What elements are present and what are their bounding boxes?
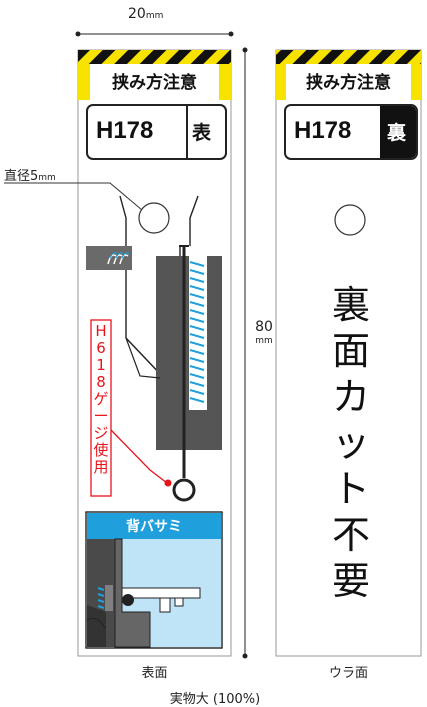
front-face-label: 表 (192, 122, 212, 144)
width-value: 20 (128, 6, 146, 22)
back-title: 挟み方注意 (306, 73, 391, 93)
inset-title-bar (87, 513, 221, 539)
back-code-box: H178 裏 (284, 104, 418, 160)
hole-diameter-label: 直径5mm (4, 165, 56, 184)
front-caption: 表面 (141, 666, 168, 681)
back-caption: ウラ面 (328, 666, 368, 681)
front-spring (189, 256, 207, 410)
front-hazard-stripe (78, 50, 231, 64)
scale-note: 実物大 (100%) (169, 692, 261, 707)
front-code: H178 (96, 117, 154, 144)
back-notice: 裏面カット不要 (331, 283, 370, 603)
width-dimension-line (75, 31, 234, 37)
width-dimension-label: 20mm (128, 6, 188, 22)
front-hang-hole (138, 202, 170, 234)
front-inset (85, 511, 223, 649)
front-gray-tab (86, 246, 132, 270)
front-gauge-ring (172, 478, 196, 502)
gauge-leader-line (110, 429, 168, 484)
height-value: 80 (255, 319, 273, 335)
gauge-label-box (90, 319, 112, 497)
height-dimension-line (242, 47, 248, 659)
back-hang-hole (334, 204, 366, 236)
front-title: 挟み方注意 (112, 73, 197, 93)
hole-diameter-value: 直径5 (4, 169, 39, 184)
back-code: H178 (294, 117, 352, 144)
width-unit: mm (145, 11, 164, 21)
height-unit: mm (255, 336, 273, 346)
gauge-label: H618ゲージ使用 (93, 322, 109, 476)
back-face-label: 裏 (387, 122, 407, 144)
inset-title: 背バサミ (126, 519, 182, 535)
front-code-box: H178 表 (86, 104, 227, 160)
hole-diameter-unit: mm (38, 173, 56, 183)
hole-leader-line (4, 182, 143, 211)
height-dimension-label: 80 mm (249, 320, 279, 348)
back-hazard-stripe (276, 50, 421, 64)
